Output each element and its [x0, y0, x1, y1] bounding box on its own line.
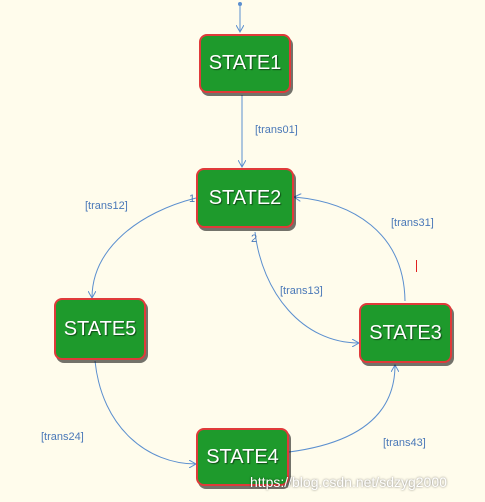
watermark-text: https://blog.csdn.net/sdzyg2000	[250, 474, 447, 490]
transition-label-trans43[interactable]: [trans43]	[383, 437, 426, 449]
state-state2[interactable]: STATE2	[196, 168, 294, 228]
state-state3[interactable]: STATE3	[359, 303, 452, 363]
transition-label-trans24[interactable]: [trans24]	[41, 431, 84, 443]
transition-label-trans13[interactable]: [trans13]	[280, 285, 323, 297]
priority-label-1: 1	[189, 193, 196, 205]
transition-label-trans31[interactable]: [trans31]	[391, 217, 434, 229]
state-state1[interactable]: STATE1	[199, 34, 291, 93]
state-state5[interactable]: STATE5	[54, 298, 146, 360]
transition-label-trans12[interactable]: [trans12]	[85, 200, 128, 212]
transition-trans24[interactable]	[94, 360, 196, 464]
transition-label-trans01[interactable]: [trans01]	[255, 124, 298, 136]
text-cursor	[416, 260, 417, 272]
transition-trans12[interactable]	[92, 197, 197, 298]
priority-label-2: 2	[251, 233, 258, 245]
transition-trans31[interactable]	[294, 197, 406, 302]
state-state4[interactable]: STATE4	[196, 428, 289, 486]
transition-trans13[interactable]	[254, 231, 359, 343]
transition-trans43[interactable]	[288, 365, 395, 453]
